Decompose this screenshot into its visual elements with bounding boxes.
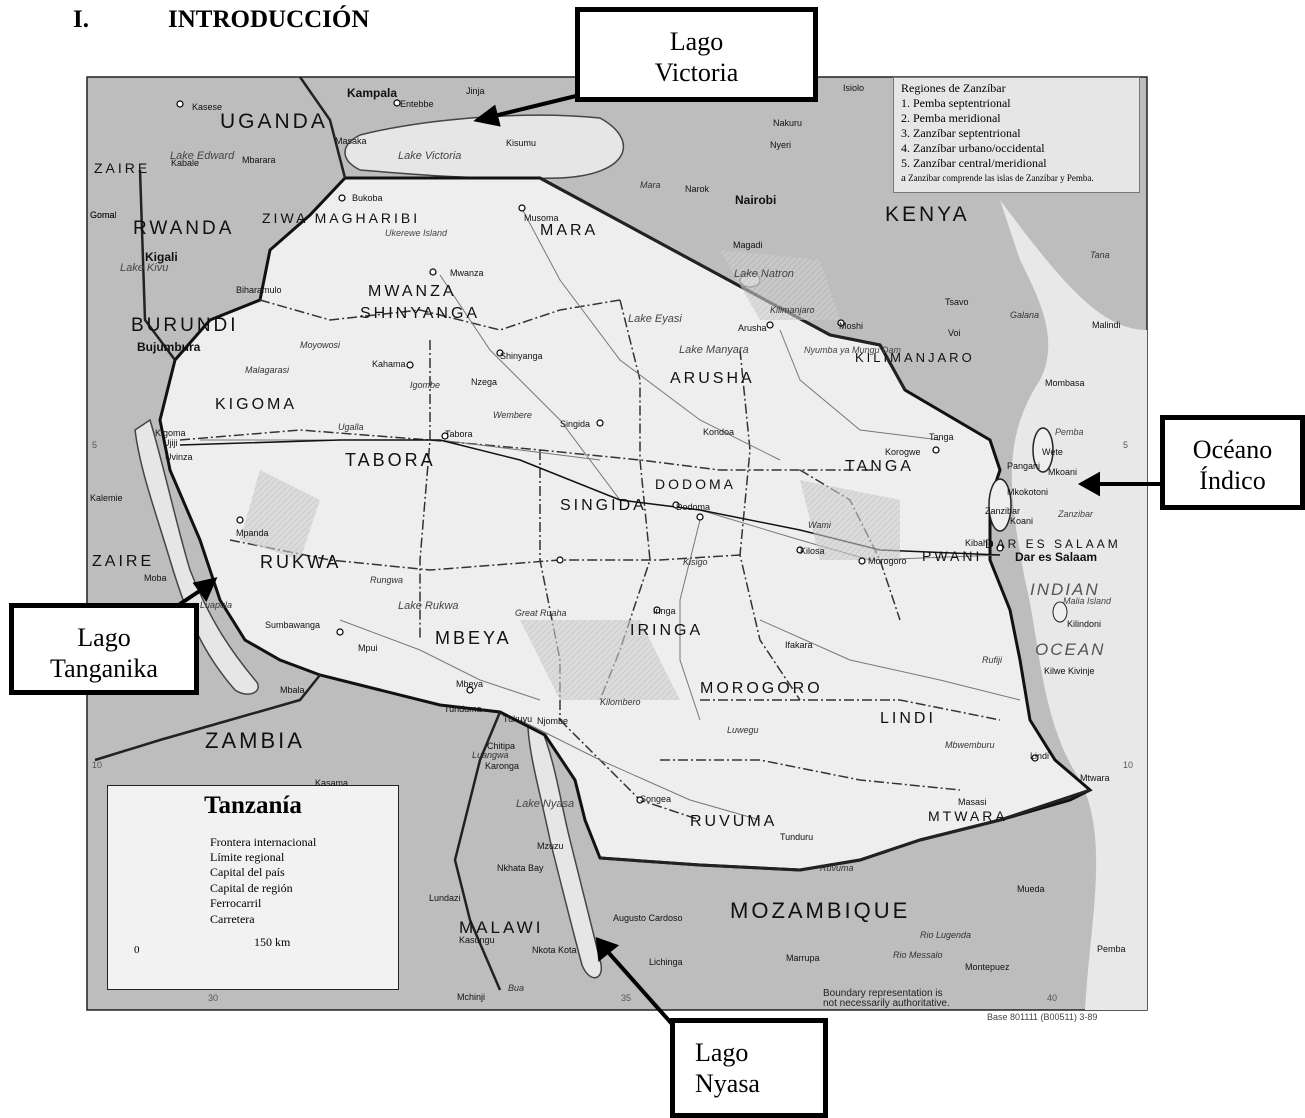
city-marker: [796, 546, 804, 554]
city-marker: [176, 100, 184, 108]
scale-zero: 0: [134, 944, 140, 956]
arrow-nyasa: [606, 950, 674, 1026]
zanzibar-note-marker: a: [901, 172, 906, 184]
lake-tanganyika: [134, 418, 259, 695]
city-marker: [672, 501, 680, 509]
callout-lago-victoria: Lago Victoria: [575, 7, 818, 102]
legend-item-railway: Ferrocarril: [210, 896, 262, 910]
border-mozambique: [599, 788, 1091, 872]
zanzibar-region-1: 1. Pemba septentrional: [901, 96, 1011, 110]
city-markers: [176, 99, 1039, 804]
legend-title: Tanzanía: [204, 792, 302, 819]
legend-item-regional: Límite regional: [210, 850, 285, 864]
lake-nyasa: [527, 724, 603, 979]
city-marker: [441, 432, 449, 440]
border-rwanda-burundi: [138, 169, 176, 361]
city-marker: [696, 513, 704, 521]
city-marker: [766, 321, 774, 329]
zanzibar-region-3: 3. Zanzíbar septentrional: [901, 126, 1021, 140]
pemba-island: [1032, 427, 1054, 473]
callout-victoria-line1: Lago: [669, 27, 724, 56]
border-kenya: [539, 176, 907, 391]
zanzibar-note-text: Zanzíbar comprende las islas de Zanzíbar…: [908, 173, 1094, 183]
callout-victoria-line2: Victoria: [654, 58, 739, 87]
city-marker: [236, 516, 244, 524]
zanzibar-regions-legend: Regiones de Zanzíbar 1. Pemba septentrio…: [893, 77, 1140, 193]
city-marker: [932, 446, 940, 454]
arrow-head-victoria: [473, 104, 501, 127]
zanzibar-region-5: 5. Zanzíbar central/meridional: [901, 156, 1047, 170]
section-number: I.: [73, 6, 89, 33]
city-marker: [636, 796, 644, 804]
callout-nyasa-line2: Nyasa: [695, 1069, 760, 1098]
callout-arrows: [166, 93, 1166, 1026]
scale-label: 150 km: [254, 935, 291, 949]
zanzibar-note: a Zanzíbar comprende las islas de Zanzíb…: [901, 171, 1139, 186]
city-marker: [596, 419, 604, 427]
section-title: INTRODUCCIÓN: [168, 6, 370, 33]
roads: [200, 204, 1021, 821]
city-marker: [518, 204, 526, 212]
mafia-island: [1052, 601, 1068, 623]
callout-indico-line2: Índico: [1199, 466, 1266, 495]
city-marker: [556, 556, 564, 564]
city-marker: [336, 628, 344, 636]
callout-lago-nyasa: Lago Nyasa: [670, 1018, 828, 1118]
arrow-victoria: [489, 93, 581, 119]
zanzibar-regions-title: Regiones de Zanzíbar: [901, 81, 1006, 95]
border-malawi: [453, 711, 502, 991]
legend-item-international: Frontera internacional: [210, 835, 317, 849]
city-marker: [496, 349, 504, 357]
zanzibar-island: [988, 478, 1012, 532]
map-legend: Tanzanía Frontera internacional Límite r…: [107, 785, 399, 990]
terrain-shading: [240, 250, 900, 700]
callout-nyasa-line1: Lago: [695, 1038, 749, 1067]
city-marker: [338, 194, 346, 202]
callout-lago-tanganika: Lago Tanganika: [9, 603, 199, 695]
arrow-head-indico: [1077, 471, 1100, 497]
city-marker: [837, 319, 845, 327]
section-heading: I. INTRODUCCIÓN: [73, 6, 369, 34]
legend-item-capital: Capital del país: [210, 865, 285, 879]
border-uganda: [298, 76, 347, 179]
callout-indico-line1: Océano: [1192, 435, 1273, 464]
border-zambia: [94, 674, 321, 762]
indian-ocean: [1000, 200, 1147, 1010]
callout-tanganika-line2: Tanganika: [50, 654, 158, 683]
legend-item-road: Carretera: [210, 912, 255, 926]
legend-item-region-capital: Capital de región: [210, 881, 293, 895]
callout-tanganika-line1: Lago: [77, 623, 131, 652]
arrow-head-nyasa: [595, 937, 620, 962]
city-marker: [858, 557, 866, 565]
arrow-head-tanganika: [192, 577, 218, 603]
city-marker: [653, 606, 661, 614]
city-marker: [466, 686, 474, 694]
city-marker: [996, 544, 1004, 552]
zanzibar-region-4: 4. Zanzíbar urbano/occidental: [901, 141, 1045, 155]
city-marker: [1031, 754, 1039, 762]
zanzibar-region-2: 2. Pemba meridional: [901, 111, 1001, 125]
city-marker: [429, 268, 437, 276]
city-marker: [406, 361, 414, 369]
city-marker: [393, 99, 401, 107]
callout-oceano-indico: Océano Índico: [1160, 415, 1305, 510]
